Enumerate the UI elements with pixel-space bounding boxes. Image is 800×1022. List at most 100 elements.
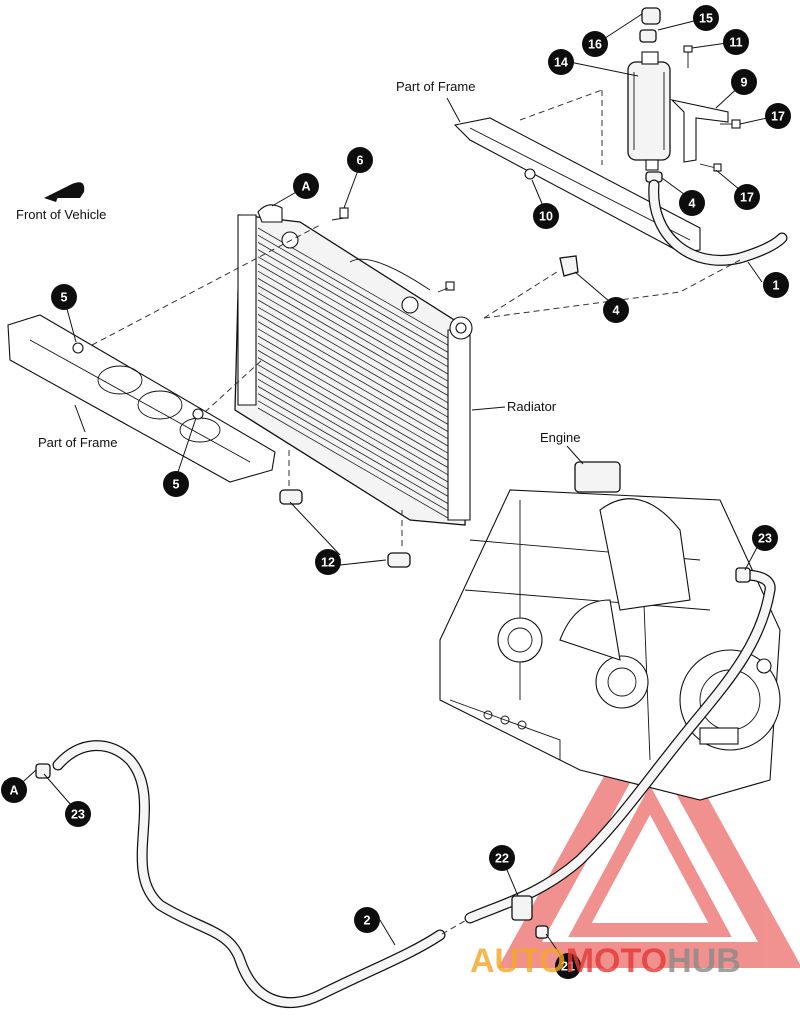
radiator-fin: [257, 328, 449, 440]
radiator-fin: [257, 256, 449, 368]
svg-text:4: 4: [689, 197, 696, 211]
radiator-label: Radiator: [507, 399, 557, 414]
bolt-icon: [683, 45, 693, 68]
radiator-fin: [257, 314, 449, 425]
svg-text:11: 11: [729, 36, 742, 50]
watermark-auto: AUTO: [470, 942, 566, 980]
watermark-logo: [497, 693, 800, 968]
radiator-fin: [257, 278, 449, 389]
svg-text:21: 21: [561, 960, 575, 974]
coolant-reservoir: [627, 7, 671, 171]
callout-5-lower: 5: [163, 471, 189, 497]
svg-text:17: 17: [771, 110, 785, 124]
radiator-fin: [257, 386, 449, 497]
svg-text:23: 23: [758, 532, 772, 546]
radiator: [234, 204, 473, 526]
svg-text:23: 23: [71, 808, 85, 822]
hose-tee-fitting: [511, 895, 533, 921]
radiator-fin: [257, 350, 449, 461]
svg-text:5: 5: [173, 478, 180, 492]
radiator-fin: [257, 249, 449, 360]
top-frame-part: [453, 89, 701, 253]
svg-text:17: 17: [740, 191, 754, 205]
reservoir-bracket: [670, 99, 729, 163]
part-of-frame-top-label: Part of Frame: [396, 79, 475, 94]
svg-text:15: 15: [699, 12, 713, 26]
svg-text:12: 12: [321, 556, 335, 570]
callout-2: 2: [354, 907, 380, 933]
svg-text:A: A: [9, 784, 18, 798]
radiator-fin: [257, 270, 449, 382]
svg-text:22: 22: [495, 852, 509, 866]
front-of-vehicle-label: Front of Vehicle: [16, 207, 106, 222]
radiator-fin: [257, 299, 449, 411]
svg-text:6: 6: [357, 154, 364, 168]
left-frame-part: [7, 314, 276, 483]
radiator-fin: [257, 364, 449, 476]
engine-label: Engine: [540, 430, 580, 445]
callout-10: 10: [533, 203, 559, 229]
callout-15: 15: [693, 5, 719, 31]
svg-text:5: 5: [61, 291, 68, 305]
watermark-text: AUTOMOTOHUB: [470, 942, 741, 980]
svg-text:1: 1: [773, 279, 780, 293]
radiator-fin: [257, 242, 449, 353]
lower-hose-2: [52, 740, 446, 1008]
bolt-icon: [437, 281, 455, 293]
watermark-moto: MOTO: [566, 942, 667, 980]
radiator-fin: [257, 306, 449, 418]
callout-4-radiator: 4: [603, 297, 629, 323]
callout-14: 14: [548, 49, 574, 75]
hose-clamp: [35, 763, 51, 779]
callout-9: 9: [731, 69, 757, 95]
callout-23-lower: 23: [65, 801, 91, 827]
grommet: [524, 168, 536, 180]
part-of-frame-left-label: Part of Frame: [38, 435, 117, 450]
radiator-fin: [257, 400, 449, 512]
radiator-fin: [257, 263, 449, 375]
radiator-fin: [257, 378, 449, 490]
engine: [439, 461, 781, 801]
callout-a-lower: A: [1, 777, 27, 803]
radiator-fin: [257, 335, 449, 447]
callout-23-engine: 23: [752, 525, 778, 551]
callout-5-upper: 5: [51, 284, 77, 310]
callout-11: 11: [723, 29, 749, 55]
radiator-fin: [257, 292, 449, 404]
radiator-fin: [257, 321, 449, 432]
drain-plug: [387, 552, 411, 568]
callout-4-reservoir: 4: [679, 190, 705, 216]
svg-text:9: 9: [741, 76, 748, 90]
callout-a-upper: A: [293, 173, 319, 199]
bolt-icon: [699, 163, 722, 172]
radiator-fin: [257, 342, 449, 454]
callout-16: 16: [582, 31, 608, 57]
svg-text:A: A: [301, 180, 310, 194]
callout-21: 21: [555, 953, 581, 979]
grommet: [559, 255, 579, 277]
svg-text:2: 2: [364, 914, 371, 928]
reservoir-hose-1: [648, 179, 788, 266]
svg-text:14: 14: [554, 56, 568, 70]
radiator-fin: [257, 393, 449, 504]
radiator-fin: [257, 371, 449, 483]
svg-text:16: 16: [588, 38, 602, 52]
callout-12: 12: [315, 549, 341, 575]
engine-hose-22: [464, 569, 776, 924]
hose-clamp: [535, 925, 549, 939]
radiator-fin: [257, 357, 449, 468]
radiator-fin: [257, 285, 449, 396]
drain-plug: [279, 489, 303, 505]
watermark-hub: HUB: [667, 942, 741, 980]
callout-6: 6: [347, 147, 373, 173]
callout-17-lower: 17: [734, 184, 760, 210]
callout-22: 22: [489, 845, 515, 871]
callout-17-upper: 17: [765, 103, 791, 129]
svg-text:AUTOMOTOHUB: AUTOMOTOHUB: [470, 942, 741, 980]
callout-1: 1: [763, 272, 789, 298]
hose-clamp: [735, 567, 751, 583]
front-arrow-icon: [44, 182, 85, 202]
radiator-fin: [257, 407, 449, 519]
svg-text:4: 4: [613, 304, 620, 318]
